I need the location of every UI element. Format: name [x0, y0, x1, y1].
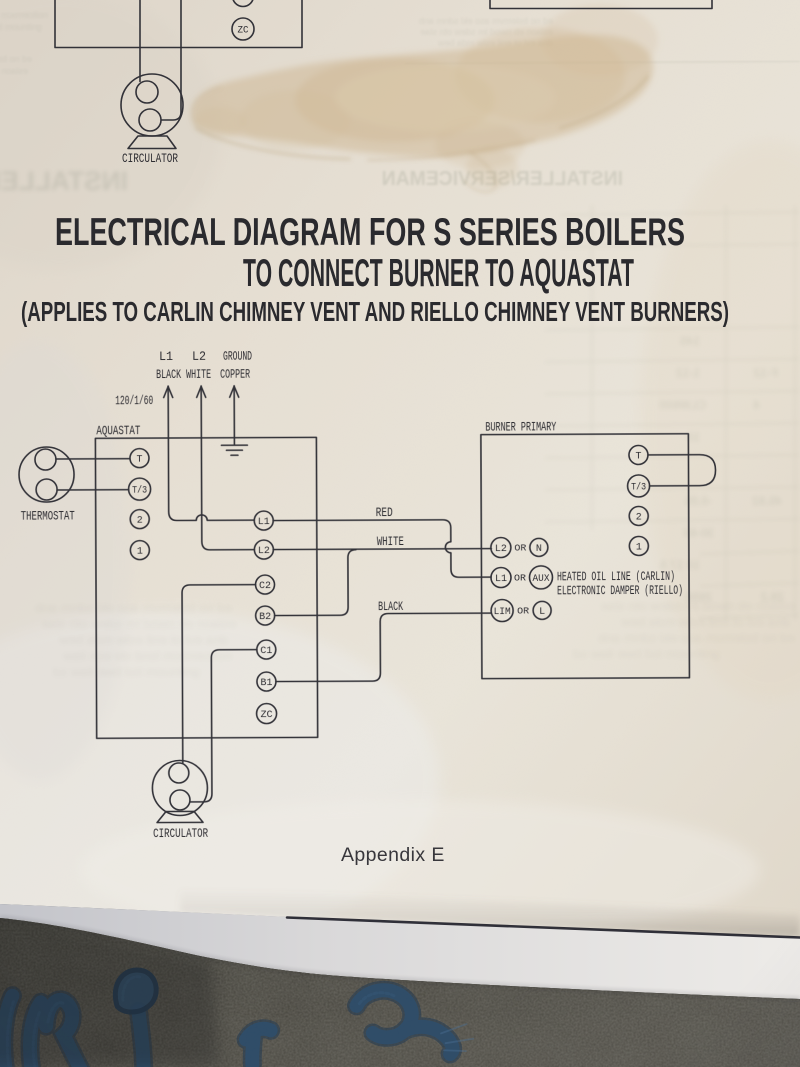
photo-vignette	[0, 0, 800, 1067]
photographed-manual-page: INSTALLER/SERVICEMAN INSTALLER/SERVICEMA…	[0, 0, 800, 1067]
photo-canvas: INSTALLER/SERVICEMAN INSTALLER/SERVICEMA…	[0, 0, 800, 1067]
